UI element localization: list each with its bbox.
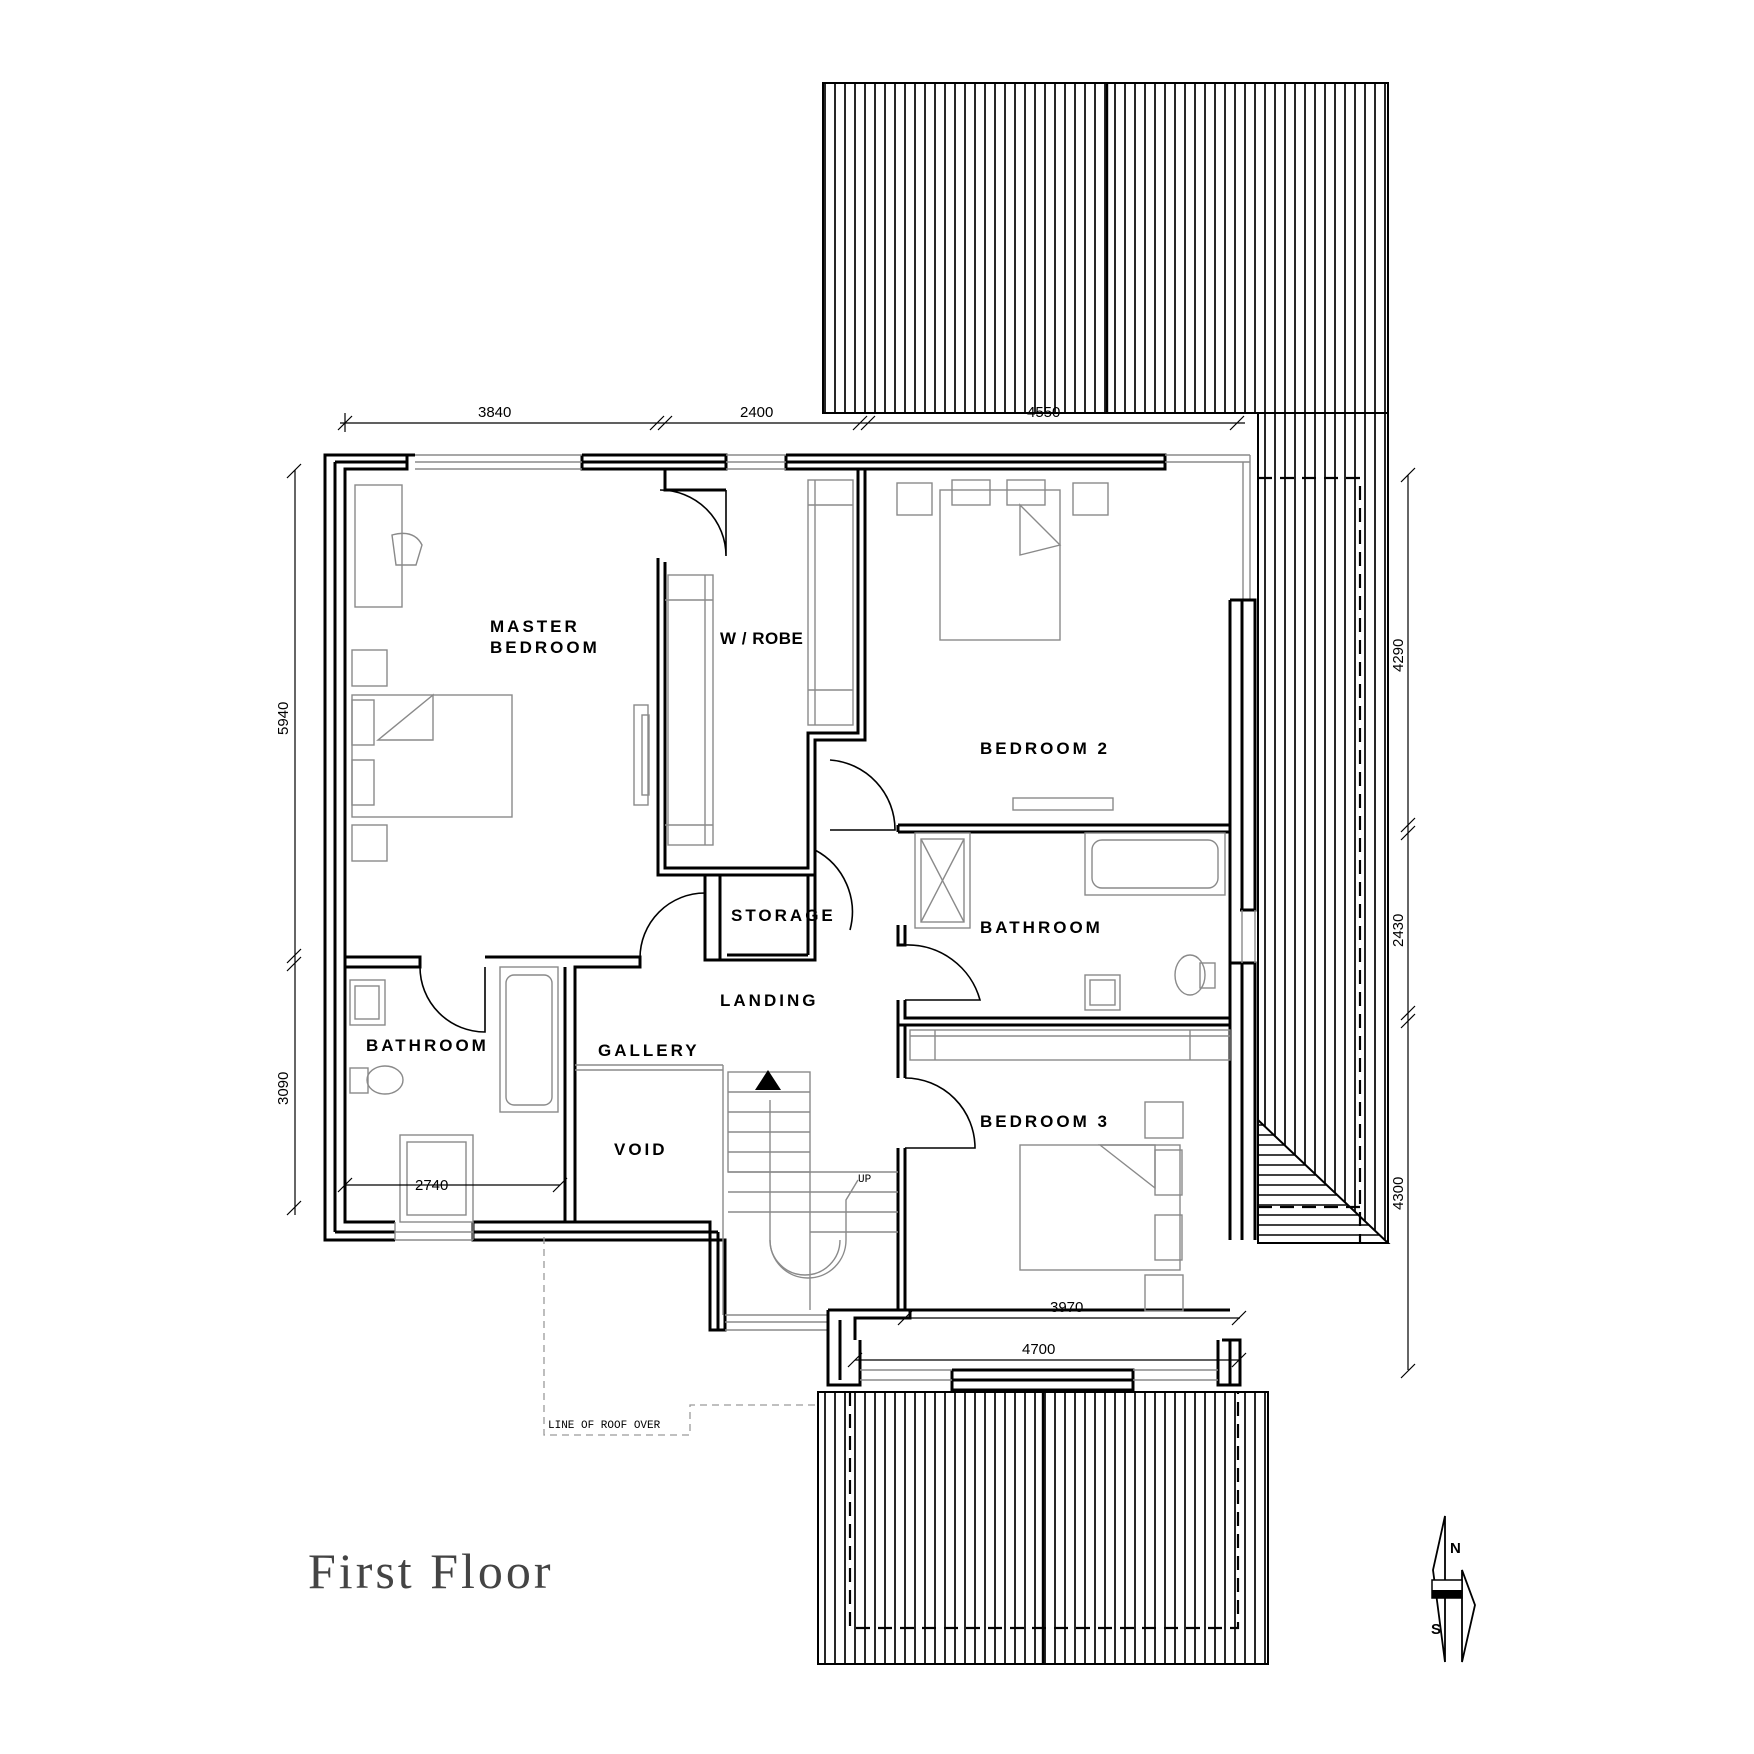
south-balcony-decking (817, 1391, 1269, 1665)
dim-top-3: 4550 (1027, 404, 1060, 421)
room-label-bedroom-2: BEDROOM 2 (980, 739, 1110, 758)
dim-bed3-width: 3970 (1050, 1299, 1083, 1316)
dimension-lines (286, 413, 1416, 1379)
door-swings (419, 489, 982, 1149)
room-label-wrobe: W / ROBE (720, 629, 803, 648)
dim-balcony-width: 4700 (1022, 1341, 1055, 1358)
dim-right-3: 4300 (1390, 1177, 1407, 1210)
dim-right-1: 4290 (1390, 639, 1407, 672)
dim-left-2: 3090 (275, 1072, 292, 1105)
dim-top-1: 3840 (478, 404, 511, 421)
room-label-bedroom-3: BEDROOM 3 (980, 1112, 1110, 1131)
dim-top-2: 2400 (740, 404, 773, 421)
stair-up-label: UP (858, 1174, 872, 1186)
dim-right-2: 2430 (1390, 914, 1407, 947)
exterior-walls (323, 453, 1257, 1392)
roof-over-note: LINE OF ROOF OVER (548, 1420, 661, 1432)
room-label-landing: LANDING (720, 991, 818, 1010)
stair-up-arrow (755, 1070, 781, 1090)
compass-north-label: N (1450, 1540, 1461, 1557)
compass-south-label: S (1431, 1621, 1441, 1638)
north-arrow-icon: N S (1431, 1515, 1476, 1663)
dim-bath-width: 2740 (415, 1177, 448, 1194)
room-label-master-bedroom-2: BEDROOM (490, 638, 600, 657)
room-label-bathroom-east: BATHROOM (980, 918, 1103, 937)
drawing-title: First Floor (308, 1543, 554, 1599)
room-label-master-bedroom-1: MASTER (490, 617, 580, 636)
room-label-bathroom-west: BATHROOM (366, 1036, 489, 1055)
east-roof-decking (1257, 412, 1391, 1244)
room-label-storage: STORAGE (731, 906, 836, 925)
furniture (349, 479, 1231, 1315)
roof-over-line (543, 1237, 815, 1436)
room-label-void: VOID (614, 1140, 668, 1159)
interior-walls (345, 469, 1232, 1312)
dim-left-1: 5940 (275, 702, 292, 735)
north-roof-decking (822, 82, 1389, 414)
room-label-gallery: GALLERY (598, 1041, 700, 1060)
